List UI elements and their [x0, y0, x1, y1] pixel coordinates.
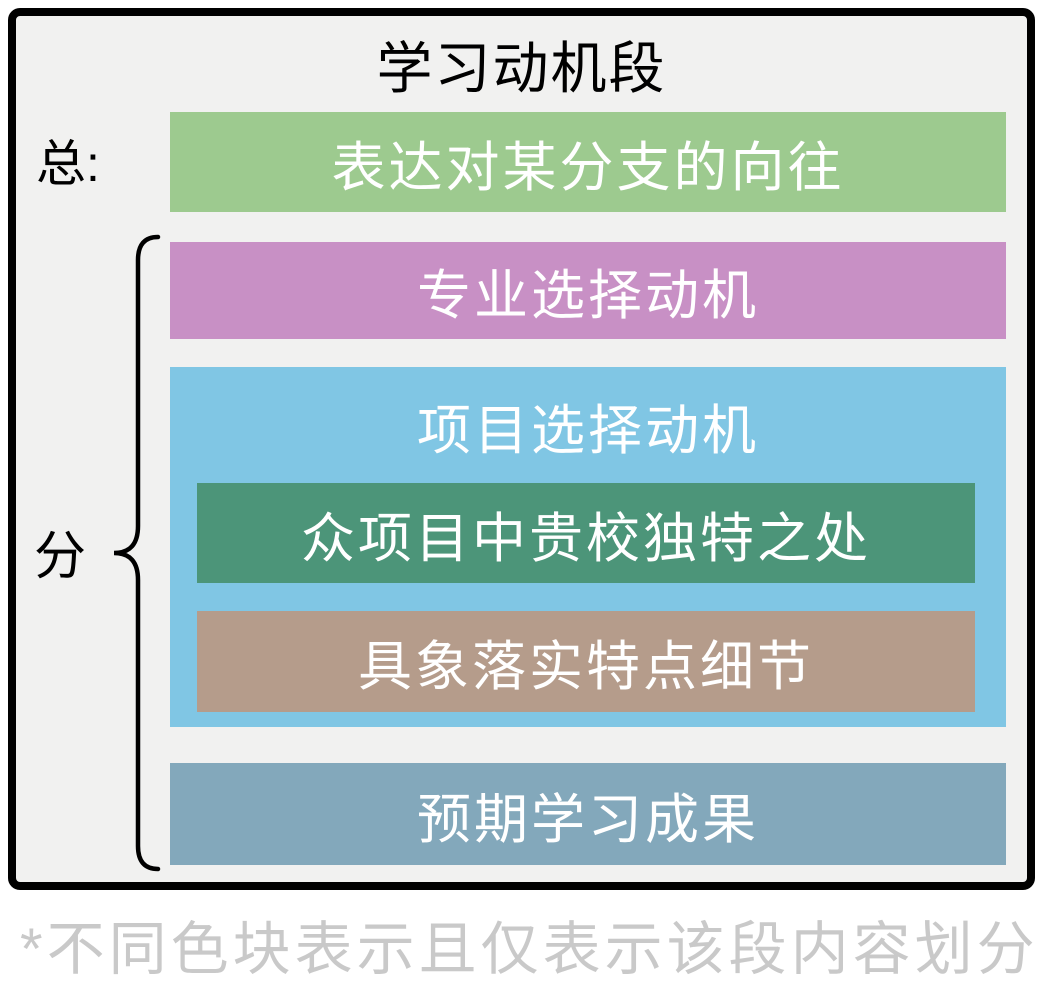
- block-opening-label: 表达对某分支的向往: [331, 137, 845, 198]
- block-program-caption: 项目选择动机: [170, 367, 1006, 483]
- footnote: *不同色块表示且仅表示该段内容划分: [20, 917, 1039, 982]
- block-school-uniqueness-label: 众项目中贵校独特之处: [301, 508, 871, 569]
- label-detail: 分: [34, 528, 87, 586]
- block-program-motivation: 项目选择动机 众项目中贵校独特之处 具象落实特点细节: [170, 367, 1006, 727]
- page-title: 学习动机段: [376, 37, 667, 100]
- block-major-label: 专业选择动机: [417, 266, 759, 326]
- block-major-motivation: 专业选择动机: [170, 242, 1006, 339]
- label-general: 总:: [36, 136, 100, 192]
- block-concrete-details: 具象落实特点细节: [197, 611, 975, 712]
- block-opening-statement: 表达对某分支的向往: [170, 112, 1006, 212]
- block-school-uniqueness: 众项目中贵校独特之处: [197, 483, 975, 583]
- block-concrete-details-label: 具象落实特点细节: [358, 637, 814, 697]
- block-program-label: 项目选择动机: [417, 400, 759, 461]
- block-expected-outcome-label: 预期学习成果: [417, 789, 759, 850]
- block-expected-outcome: 预期学习成果: [170, 763, 1006, 865]
- curly-brace-icon: [113, 234, 161, 872]
